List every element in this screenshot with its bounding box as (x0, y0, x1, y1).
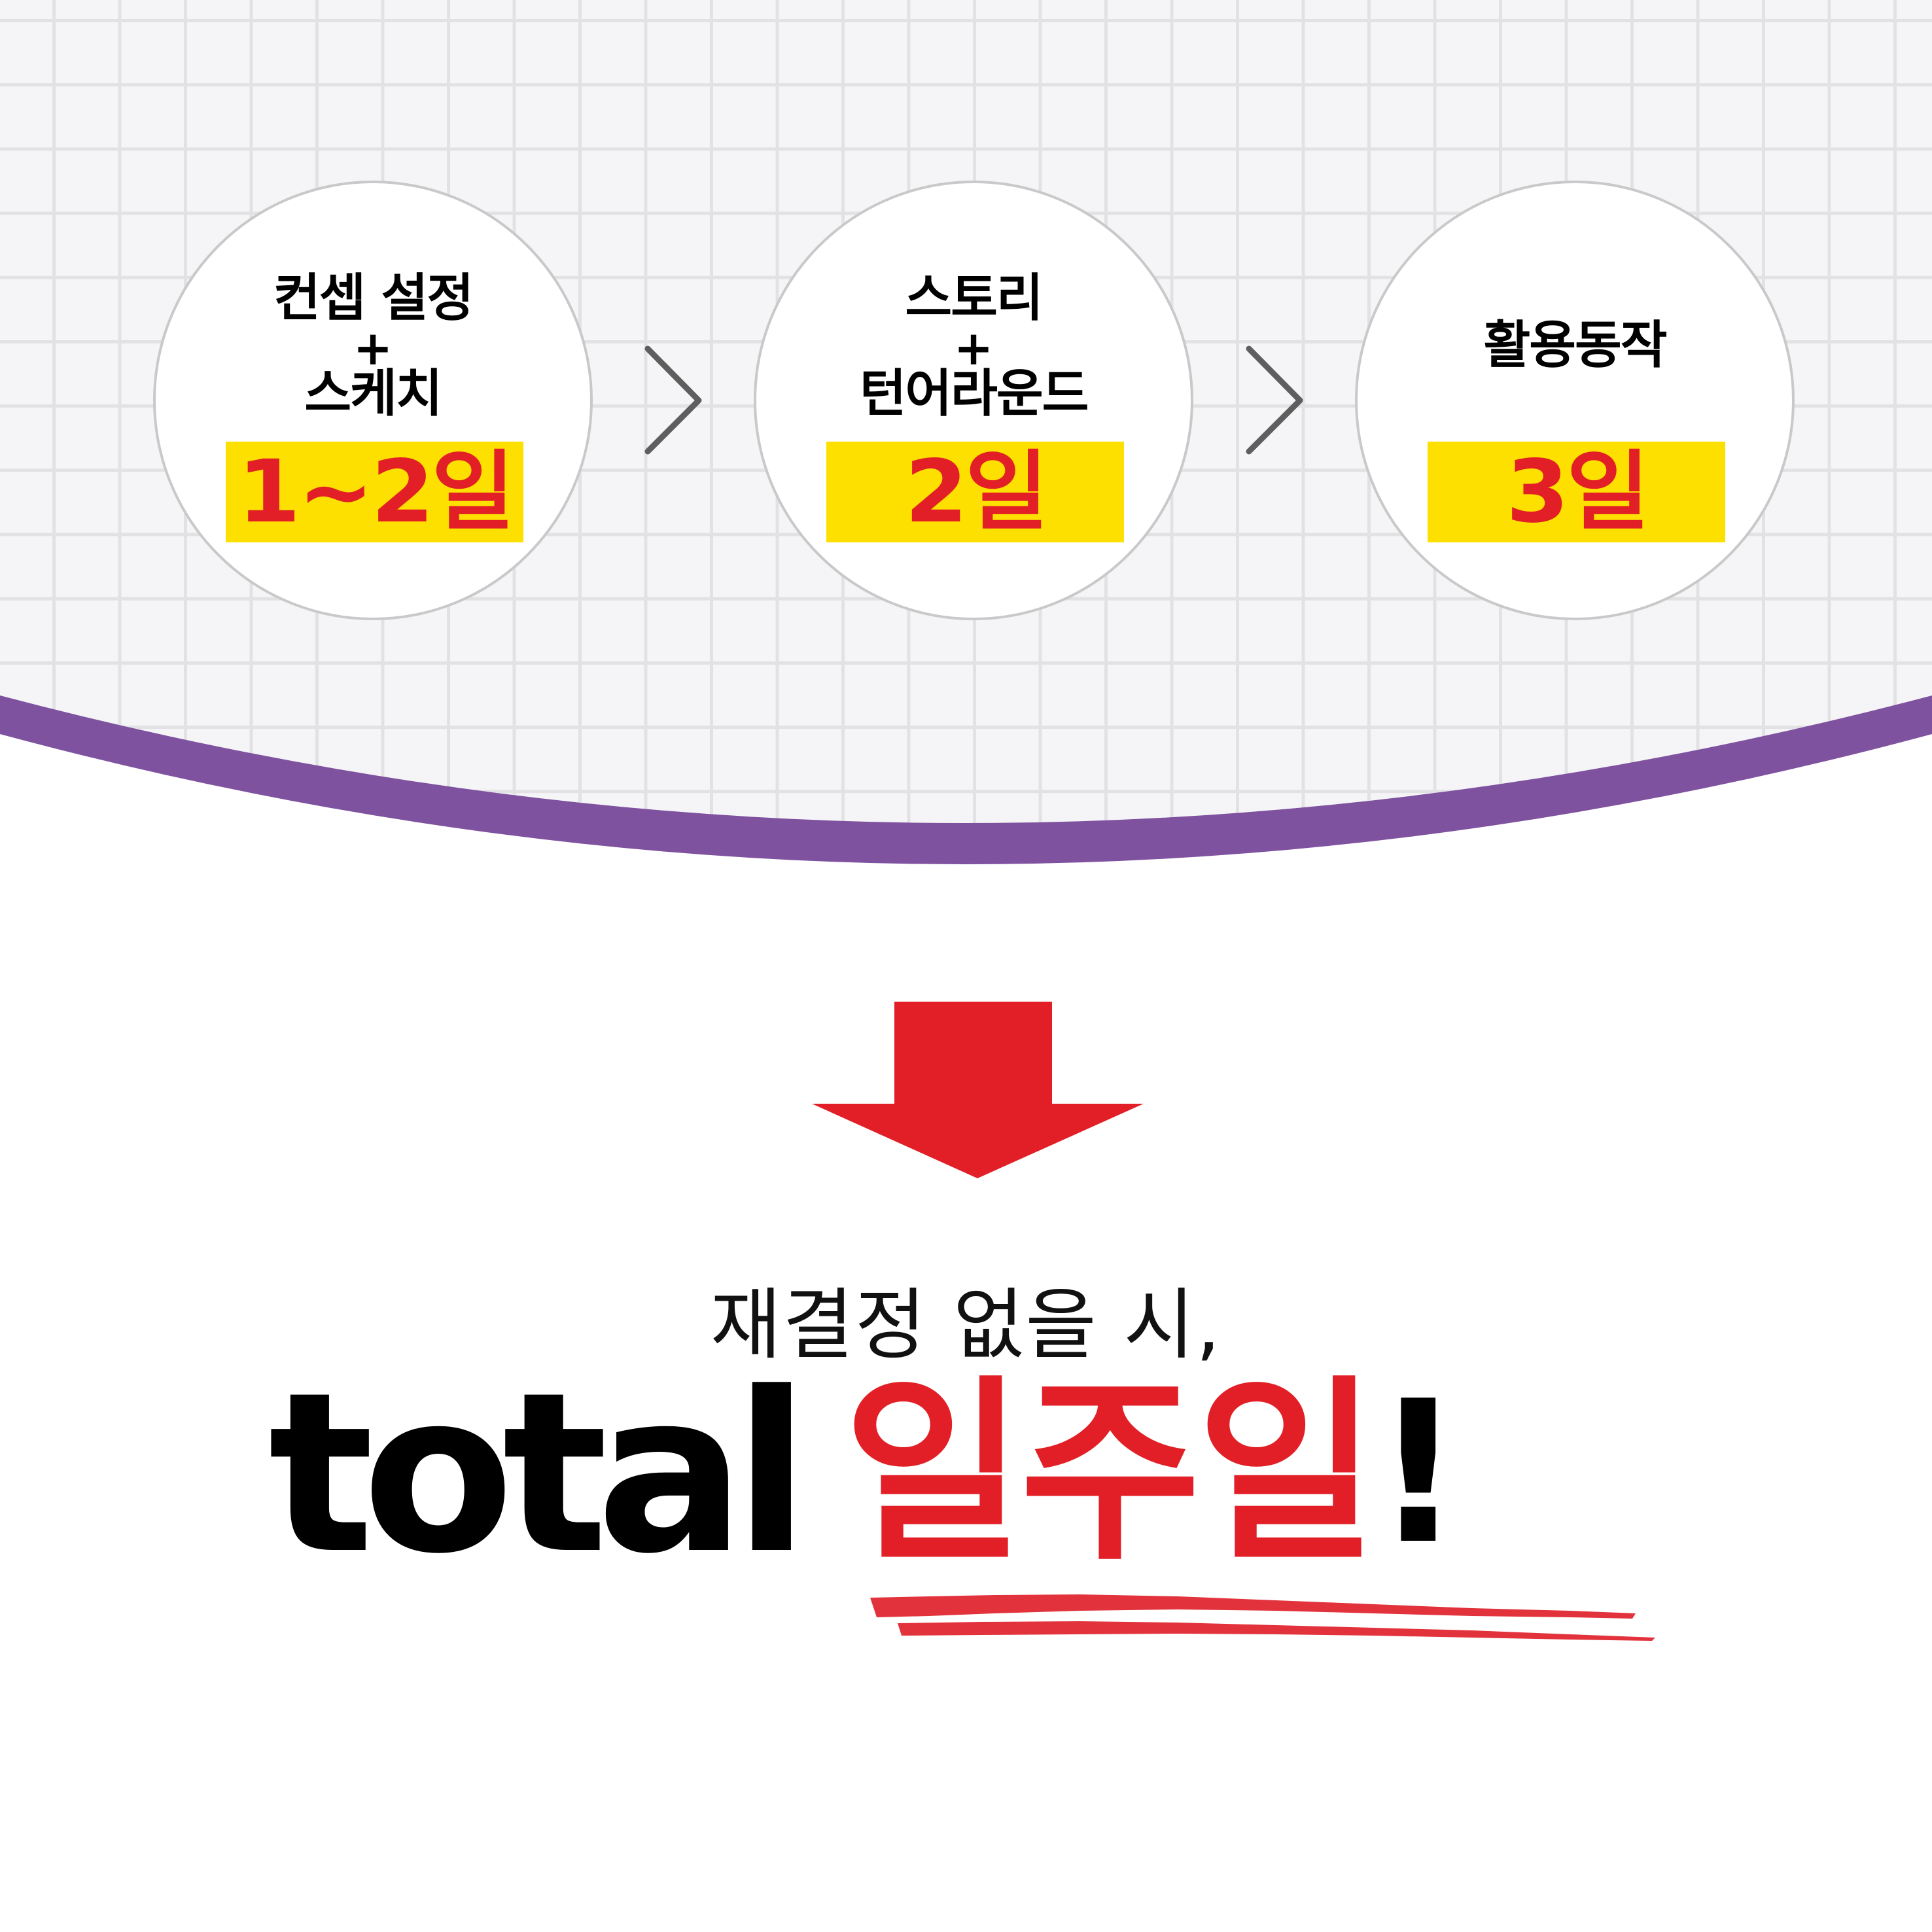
brush-stroke-1 (870, 1594, 1636, 1619)
headline-exclamation: ! (1373, 1359, 1464, 1587)
duration-badge: 1~2일 (226, 442, 523, 542)
headline-total-label: total (268, 1344, 809, 1602)
purple-curve (0, 695, 1932, 864)
condition-text: 재결정 없을 시, (710, 1280, 1222, 1370)
chevron-right-icon (644, 345, 702, 455)
step-circle-concept: 컨셉 설정 + 스케치 1~2일 (153, 181, 593, 620)
step-title-line1: 스토리 (905, 269, 1043, 328)
step-title-line2: 스케치 (304, 364, 442, 423)
step-title-line2: 턴어라운드 (859, 364, 1089, 423)
duration-label: 3일 (1505, 442, 1650, 542)
duration-label: 2일 (904, 442, 1049, 542)
step-circle-story: 스토리 + 턴어라운드 2일 (754, 181, 1193, 620)
brush-stroke-2 (898, 1621, 1655, 1641)
headline: total 일주일 ! (268, 1344, 1464, 1602)
duration-badge: 3일 (1428, 442, 1725, 542)
step-circle-motion: 활용동작 3일 (1355, 181, 1795, 620)
step-title-line1: 활용동작 (1483, 316, 1667, 375)
duration-label: 1~2일 (237, 442, 515, 542)
step-title-line1: 컨셉 설정 (273, 269, 474, 328)
headline-total-value: 일주일 (843, 1359, 1377, 1587)
plus-sign: + (353, 321, 393, 376)
plus-sign: + (953, 321, 994, 376)
duration-badge: 2일 (826, 442, 1124, 542)
chevron-right-icon (1246, 345, 1303, 455)
